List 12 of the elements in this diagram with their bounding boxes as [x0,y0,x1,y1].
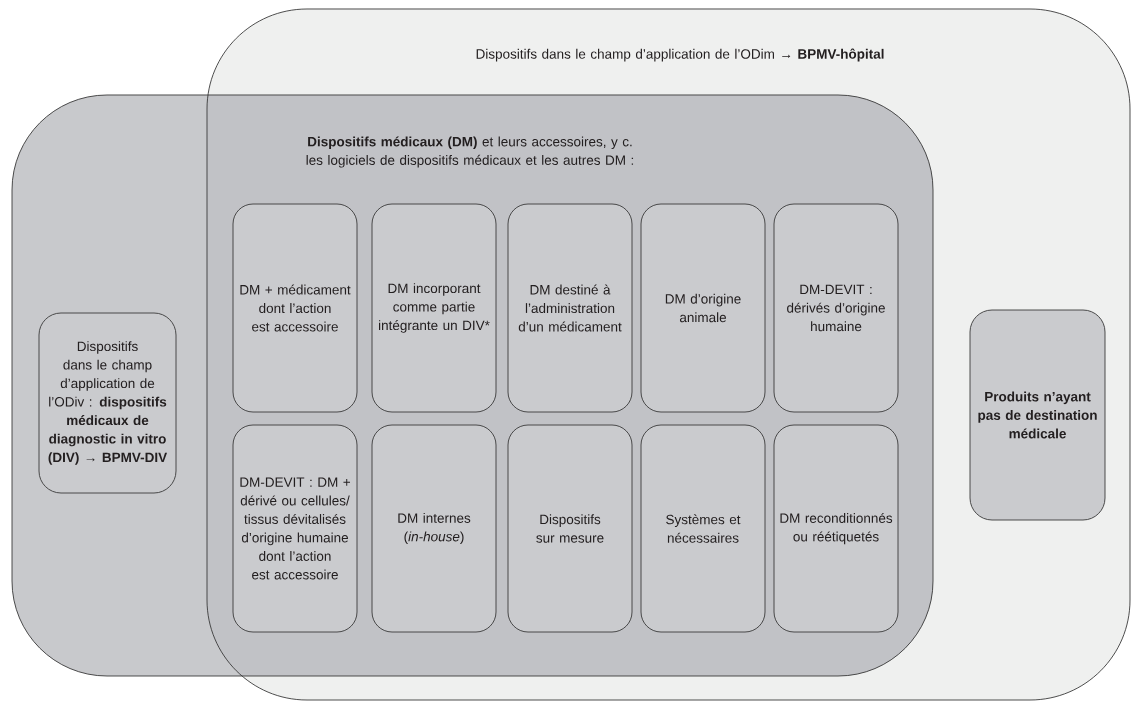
category-box: Systèmes et nécessaires [640,424,766,633]
category-box: Dispositifs sur mesure [507,424,633,633]
category-box: DM d’origine animale [640,203,766,413]
category-box: Dispositifs dans le champ d’application de l’ODiv : dispositifs médicaux de diagnostic in vitro (DIV) → BPMV-DIV [38,312,177,494]
category-box: DM reconditionnés ou réétiquetés [773,424,899,633]
category-box: DM internes (in-house) [371,424,497,633]
category-box: DM incorporant comme partie intégrante un DIV* [371,203,497,413]
category-box: DM-DEVIT : DM + dérivé ou cellules/ tissus dévitalisés d’origine humaine dont l’action est accessoire [232,424,358,633]
category-box: DM destiné à l’administration d’un médicament [507,203,633,413]
category-box: DM + médicament dont l’action est accessoire [232,203,358,413]
category-box: Produits n’ayant pas de destination médicale [969,309,1106,521]
category-box: DM-DEVIT : dérivés d’origine humaine [773,203,899,413]
